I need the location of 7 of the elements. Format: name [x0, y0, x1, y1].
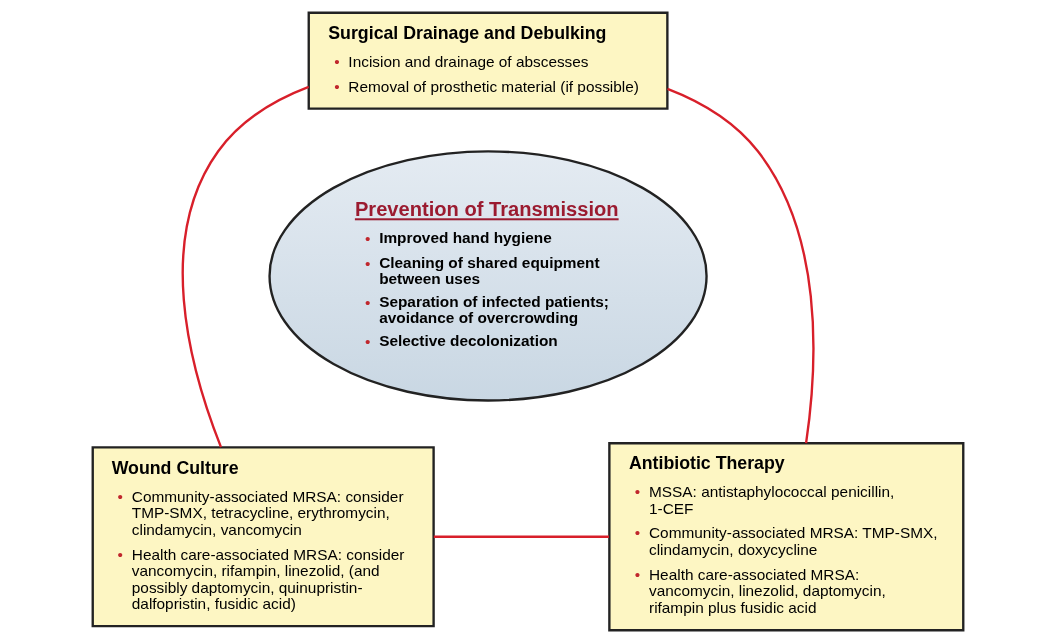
connector — [181, 85, 309, 448]
connector — [433, 535, 609, 538]
node-box: Antibiotic Therapy • MSSA: antistaphylococcal penicillin, 1-CEF • Community-associated MRSA: TMP-SMX, clindamycin, doxycycline • Health care-associated MRSA: vancomycin, linezolid, daptomycin, rifampin plus fusidic acid — [607, 442, 964, 632]
node-box: Wound Culture • Community-associated MRSA: consider TMP-SMX, tetracycline, erythromycin, clindamycin, vancomycin • Health care-associated MRSA: consider vancomycin, rifampin, linezolid, (and possibly daptomycin, quinupristin-dalfopristin, fusidic acid) — [91, 446, 435, 628]
connector — [666, 87, 815, 444]
node-box: Surgical Drainage and Debulking • Incision and drainage of abscesses • Removal of prosthetic material (if possible) — [307, 11, 669, 110]
node-ellipse: Prevention of Transmission • Improved hand hygiene • Cleaning of shared equipment between uses • Separation of infected patients; avoidance of overcrowding • Selective decolonization — [267, 150, 708, 402]
